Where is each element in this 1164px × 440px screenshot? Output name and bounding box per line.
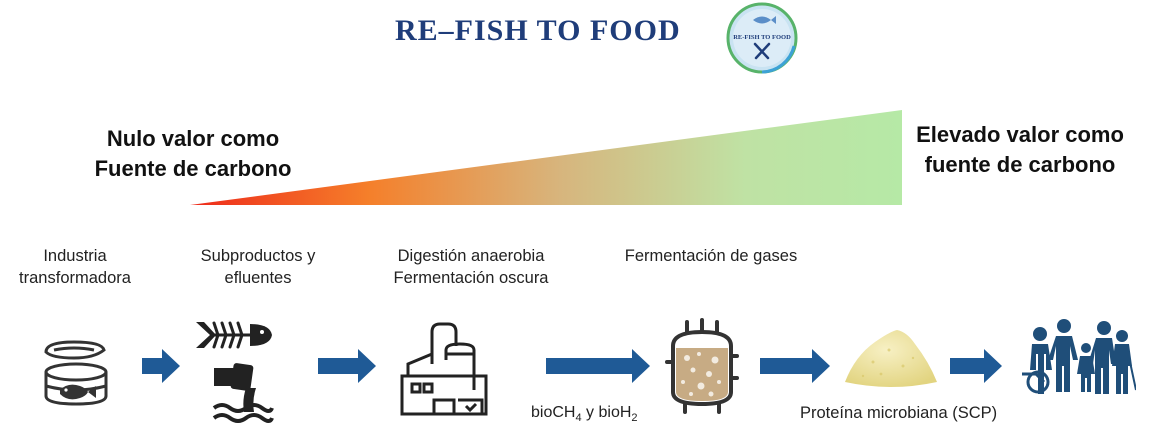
stage-1-line1: Industria bbox=[43, 247, 107, 265]
refish-logo: RE-FISH TO FOOD bbox=[726, 2, 798, 74]
page-title: RE–FISH TO FOOD bbox=[395, 14, 681, 47]
flow-arrow-2 bbox=[318, 349, 376, 383]
stage-3-line2: Fermentación oscura bbox=[393, 269, 549, 287]
factory-icon bbox=[400, 322, 488, 416]
fish-can-icon bbox=[44, 340, 108, 406]
biogas-label: bioCH4 y bioH2 bbox=[531, 404, 638, 424]
effluent-pipe-icon bbox=[212, 363, 274, 423]
stage-1-line2: transformadora bbox=[19, 269, 131, 287]
flow-arrow-5 bbox=[950, 349, 1002, 383]
biogas-ch-text: bioCH bbox=[531, 404, 576, 421]
low-value-line1: Nulo valor como bbox=[106, 126, 280, 151]
biogas-ch-subscript: 4 bbox=[575, 412, 582, 425]
stage-3-line1: Digestión anaerobia bbox=[397, 247, 545, 265]
gradient-wedge bbox=[190, 110, 902, 205]
stage-2-line2: efluentes bbox=[224, 269, 292, 287]
logo-text: RE-FISH TO FOOD bbox=[733, 34, 791, 41]
stage-label-byproducts: Subproductos y efluentes bbox=[180, 245, 336, 289]
fish-bone-icon bbox=[196, 321, 272, 349]
high-value-line1: Elevado valor como bbox=[916, 122, 1124, 147]
flow-arrow-4 bbox=[760, 349, 830, 383]
bioreactor-icon bbox=[665, 318, 739, 414]
scp-label: Proteína microbiana (SCP) bbox=[800, 404, 998, 422]
low-value-line2: Fuente de carbono bbox=[94, 156, 292, 181]
protein-powder-icon bbox=[845, 330, 937, 387]
stage-label-industry: Industria transformadora bbox=[0, 245, 150, 289]
flow-arrow-1 bbox=[142, 349, 180, 383]
biogas-h-subscript: 2 bbox=[631, 412, 638, 425]
low-value-label: Nulo valor como Fuente de carbono bbox=[78, 124, 308, 184]
high-value-line2: fuente de carbono bbox=[924, 152, 1116, 177]
high-value-label: Elevado valor como fuente de carbono bbox=[912, 120, 1128, 180]
carbon-value-gradient bbox=[190, 110, 902, 205]
people-icon bbox=[1022, 319, 1136, 394]
flow-arrow-3 bbox=[546, 349, 650, 383]
stage-4-line1: Fermentación de gases bbox=[624, 247, 798, 265]
stage-label-digestion: Digestión anaerobia Fermentación oscura bbox=[378, 245, 564, 289]
biogas-h-text: y bioH bbox=[581, 404, 632, 421]
stage-label-gas-fermentation: Fermentación de gases bbox=[606, 245, 816, 267]
stage-2-line1: Subproductos y bbox=[200, 247, 316, 265]
